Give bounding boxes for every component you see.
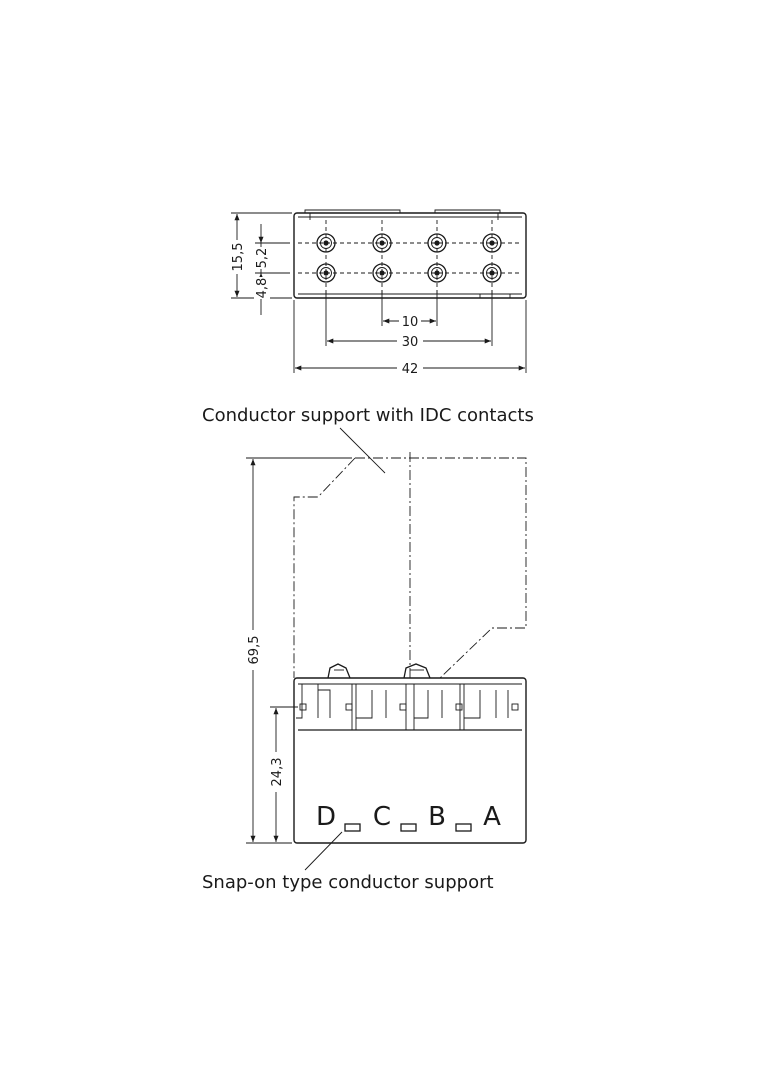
dim-span: 30 <box>402 335 419 350</box>
callout-leader-upper <box>339 427 386 474</box>
contact-hole-icon <box>427 233 447 253</box>
position-letter-b: B <box>428 802 446 832</box>
top-view-housing <box>293 212 527 299</box>
contact-hole-icon <box>372 233 392 253</box>
test-slot-icon <box>455 823 472 832</box>
top-view: 15,5 5,2 4,8 10 30 42 <box>229 209 527 377</box>
contact-hole-icon <box>372 263 392 283</box>
pole-compartments <box>296 684 519 730</box>
callout-conductor-support-idc: Conductor support with IDC contacts <box>202 405 534 426</box>
contact-hole-icon <box>482 233 502 253</box>
idc-support-phantom-outline <box>293 457 527 679</box>
dim-width: 42 <box>402 362 419 377</box>
dim-pitch: 10 <box>402 315 419 330</box>
contact-hole-icon <box>316 263 336 283</box>
contact-hole-icon <box>316 233 336 253</box>
snap-latch-icon <box>327 663 351 679</box>
dim-front-height-total: 69,5 <box>247 636 262 665</box>
dim-row-pitch: 5,2 <box>255 248 270 269</box>
position-letter-a: A <box>483 802 501 832</box>
callout-leader-lower <box>304 831 343 871</box>
dim-front-height-base: 24,3 <box>270 758 285 787</box>
dim-row-offset: 4,8 <box>255 278 270 299</box>
dim-height-total: 15,5 <box>231 243 246 272</box>
callout-snap-on-support: Snap-on type conductor support <box>202 872 494 893</box>
test-slot-icon <box>344 823 361 832</box>
snap-latch-icon <box>403 663 431 679</box>
contact-hole-icon <box>482 263 502 283</box>
front-view: D C B A 69,5 24,3 <box>245 452 527 844</box>
contact-hole-icon <box>427 263 447 283</box>
position-letter-c: C <box>373 802 391 832</box>
test-slot-icon <box>400 823 417 832</box>
position-letter-d: D <box>316 802 336 832</box>
